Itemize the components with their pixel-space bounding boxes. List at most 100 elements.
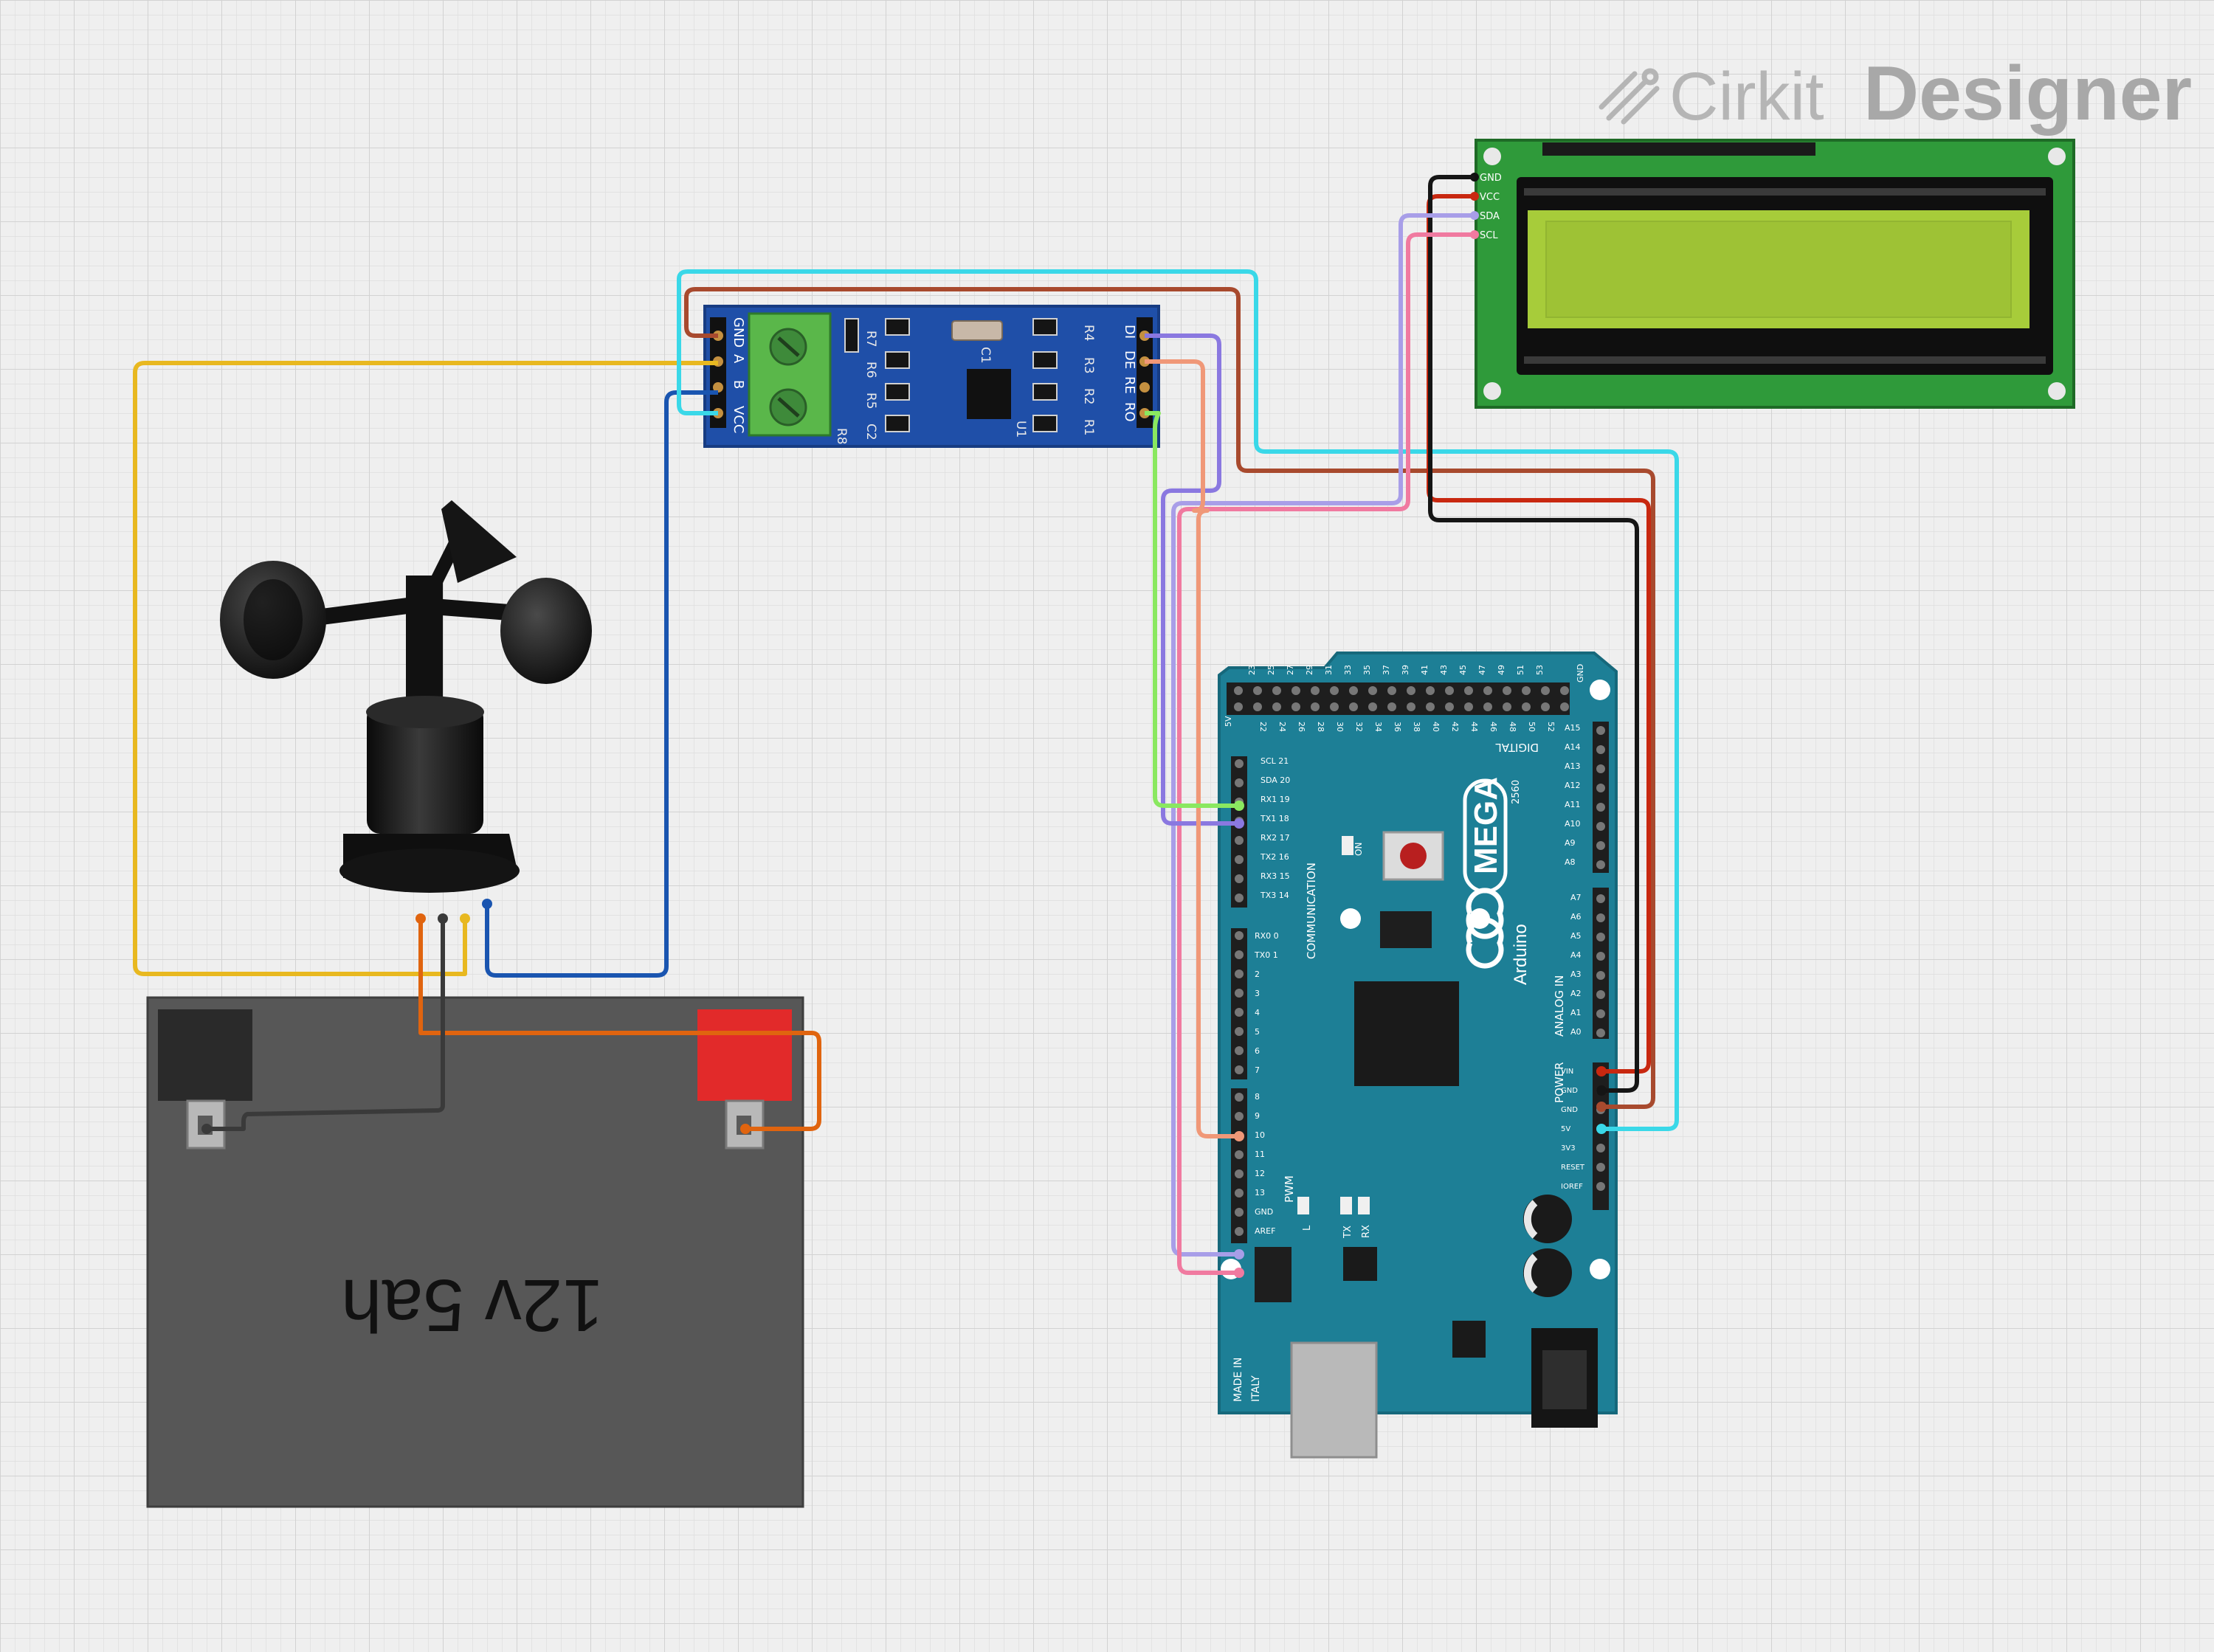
pin-label-top-odd: 27 xyxy=(1286,665,1295,675)
battery-positive-terminal[interactable] xyxy=(697,1009,792,1101)
pin-label-comm: RX1 19 xyxy=(1261,795,1290,804)
pin-label-analog-low: A1 xyxy=(1570,1008,1582,1017)
pin-label-top-even: 42 xyxy=(1450,722,1460,732)
anemometer-sensor[interactable] xyxy=(220,500,592,924)
wire-brown[interactable] xyxy=(684,287,1655,1109)
board-model: MEGA xyxy=(1468,777,1504,874)
header-pin xyxy=(1596,745,1605,754)
wire-cyan[interactable] xyxy=(677,269,1679,1131)
brand-name: Cirkit xyxy=(1669,59,1824,134)
header-pin xyxy=(1560,702,1569,711)
header-pin xyxy=(1235,778,1244,787)
wire-dark[interactable] xyxy=(207,919,445,1131)
pin-label-analog-high: A13 xyxy=(1565,761,1581,771)
pin-label-analog-high: A9 xyxy=(1565,838,1576,848)
label-r6: R6 xyxy=(863,362,878,379)
pin-label-top-even: 22 xyxy=(1258,722,1268,732)
header-pin xyxy=(1235,855,1244,864)
pin-label-pwm-a: 6 xyxy=(1255,1046,1260,1056)
header-pin xyxy=(1311,702,1320,711)
header-pin xyxy=(1560,686,1569,695)
pin-di: DI xyxy=(1122,325,1137,339)
header-pin xyxy=(1596,803,1605,812)
pin-label-pwm-b: 8 xyxy=(1255,1092,1260,1102)
label-pwm: PWM xyxy=(1283,1175,1296,1203)
pin-label-pwm-b: 13 xyxy=(1255,1188,1265,1197)
wire-lcd-lavender[interactable] xyxy=(1171,213,1475,1257)
label-communication: COMMUNICATION xyxy=(1305,863,1318,959)
pin-label-top-odd: 23 xyxy=(1247,665,1257,675)
label-c1: C1 xyxy=(978,347,993,364)
pin-label-analog-low: A4 xyxy=(1570,950,1582,960)
battery-pos-pin xyxy=(740,1124,751,1134)
pin-label-pwm-a: 5 xyxy=(1255,1027,1260,1037)
wire-salmon[interactable] xyxy=(1145,359,1239,1138)
battery-negative-terminal[interactable] xyxy=(158,1009,252,1101)
pin-label-analog-high: A10 xyxy=(1565,819,1581,829)
header-pin xyxy=(1596,726,1605,735)
header-pin xyxy=(1330,702,1339,711)
pin-b: B xyxy=(731,380,746,389)
header-pin xyxy=(1541,702,1550,711)
header-pin xyxy=(1292,702,1300,711)
pin-label-top-odd: 45 xyxy=(1458,665,1468,675)
label-on: ON xyxy=(1353,843,1364,856)
header-pin xyxy=(1235,950,1244,959)
usb-port xyxy=(1290,1341,1378,1459)
pin-label-top-even: 30 xyxy=(1335,722,1345,732)
pin-label-top-even: 26 xyxy=(1297,722,1306,732)
pin-label-analog-low: A0 xyxy=(1570,1027,1582,1037)
header-pin xyxy=(1235,759,1244,768)
battery-neg-pin xyxy=(201,1124,212,1134)
pin-label-comm: TX1 18 xyxy=(1260,814,1289,823)
pin-label-top-odd: 39 xyxy=(1401,665,1410,675)
lcd-pin-vcc: VCC xyxy=(1480,192,1500,203)
pin-label-top-odd: 49 xyxy=(1497,665,1506,675)
pin-label-top-even: 44 xyxy=(1469,722,1479,732)
wire-lcd-pink[interactable] xyxy=(1177,232,1475,1275)
wire-blue[interactable] xyxy=(485,390,718,978)
pin-tx1 xyxy=(1234,818,1244,829)
header-pin xyxy=(1596,913,1605,922)
wire-orange[interactable] xyxy=(418,919,821,1131)
pin-label-top-odd: 25 xyxy=(1266,665,1276,675)
header-pin xyxy=(1368,702,1377,711)
header-pin xyxy=(1235,1046,1244,1055)
header-pin xyxy=(1407,686,1415,695)
pin-a: A xyxy=(731,354,746,364)
header-pin xyxy=(1235,1065,1244,1074)
header-pin xyxy=(1596,952,1605,961)
pin-label-top-odd: 31 xyxy=(1324,665,1334,675)
label-r1: R1 xyxy=(1081,419,1096,436)
header-pin xyxy=(1445,686,1454,695)
pin-label-power: RESET xyxy=(1561,1164,1585,1172)
wire-lcd-black[interactable] xyxy=(1428,175,1639,1093)
lcd-16x2-i2c[interactable]: GND VCC SDA SCL xyxy=(1470,139,2075,409)
header-pin xyxy=(1596,1009,1605,1018)
header-pin xyxy=(1235,1169,1244,1178)
wire-green[interactable] xyxy=(1145,411,1239,808)
header-pin xyxy=(1235,970,1244,978)
header-pin xyxy=(1483,702,1492,711)
header-pin xyxy=(1596,1029,1605,1037)
pin-label-top-even: 34 xyxy=(1373,722,1383,732)
wire-purple[interactable] xyxy=(1145,333,1239,826)
anemometer-cup-top xyxy=(441,500,517,583)
pin-label-analog-high: A12 xyxy=(1565,781,1581,790)
arduino-mega-2560[interactable]: MEGA 2560 Arduino COMMUNICATION POWER AN… xyxy=(1218,652,1618,1459)
label-u1: U1 xyxy=(1013,421,1028,438)
header-pin xyxy=(1596,971,1605,980)
pin-label-analog-low: A6 xyxy=(1570,912,1582,922)
rs485-module[interactable]: R7 R6 R5 C2 C1 U1 R4 R3 R2 R1 R8 GND A B… xyxy=(703,305,1160,448)
header-pin xyxy=(1272,686,1281,695)
wire-yellow[interactable] xyxy=(133,361,718,976)
pin-label-analog-low: A5 xyxy=(1570,931,1582,941)
pin-label-power: IOREF xyxy=(1561,1183,1583,1191)
battery-12v[interactable]: 12v 5ah xyxy=(146,996,804,1508)
pin-d10 xyxy=(1234,1131,1244,1141)
pin-label-power: GND xyxy=(1561,1087,1578,1095)
pin-label-top-even: 36 xyxy=(1393,722,1402,732)
